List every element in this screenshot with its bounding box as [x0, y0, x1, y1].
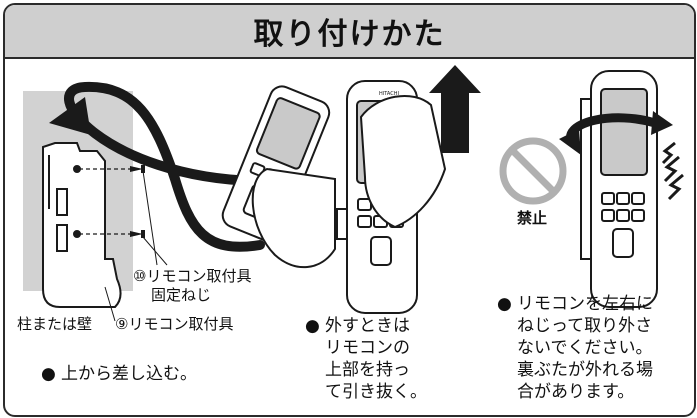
curved-arrow-icon — [64, 81, 265, 252]
installation-panel: 取り付けかた — [3, 3, 696, 417]
page-title: 取り付けかた — [253, 17, 446, 52]
right-remote — [580, 70, 658, 308]
twist-arrow-icon — [559, 111, 673, 155]
bullet-icon: ● — [497, 294, 512, 314]
screw-guides — [79, 168, 130, 235]
instruction-right-line: ないでください。 — [517, 338, 653, 358]
instruction-middle-line: 上部を持っ — [325, 360, 410, 380]
leader-lines — [104, 170, 168, 322]
instruction-left-text: 上から差し込む。 — [61, 364, 197, 384]
instruction-middle-line: て引き抜く。 — [325, 382, 427, 402]
instruction-right-line: ねじって取り外さ — [517, 316, 653, 336]
remote-bracket — [42, 142, 122, 308]
wall-label: 柱または壁 — [17, 315, 93, 333]
bracket-label: ⑨リモコン取付具 — [115, 315, 234, 333]
brand-mark: HITACHI — [379, 91, 399, 97]
prohibited-icon — [499, 137, 567, 205]
screw-icons — [130, 165, 145, 238]
hand-middle — [359, 94, 447, 229]
vibration-icon — [661, 141, 684, 201]
screw-label: ⑩リモコン取付具 固定ねじ — [133, 267, 251, 305]
instruction-right-line: リモコンを左右に — [517, 294, 653, 314]
hand-left — [251, 167, 336, 269]
prohibited-label: 禁止 — [517, 209, 548, 227]
instruction-right-line: 合があります。 — [517, 382, 635, 402]
curved-arrow-head — [49, 97, 91, 135]
instruction-left: ●上から差し込む。 — [41, 363, 197, 385]
instruction-right: ●リモコンを左右に ねじって取り外さ ないでください。 裏ぶたが外れる場 合があ… — [497, 293, 653, 403]
installation-illustration: HITACHI — [23, 65, 684, 322]
bullet-icon: ● — [305, 316, 320, 336]
title-bar: 取り付けかた — [5, 5, 694, 59]
instruction-middle-line: 外すときは — [325, 316, 410, 336]
screw-label-line2: 固定ねじ — [151, 286, 212, 304]
instruction-middle: ●外すときは リモコンの 上部を持っ て引き抜く。 — [305, 315, 427, 403]
instruction-middle-line: リモコンの — [325, 338, 410, 358]
up-arrow-icon — [429, 65, 481, 153]
bullet-icon: ● — [41, 364, 56, 384]
screw-label-line1: ⑩リモコン取付具 — [133, 267, 252, 285]
instruction-right-line: 裏ぶたが外れる場 — [517, 360, 653, 380]
illustration-area: HITACHI — [5, 59, 694, 415]
